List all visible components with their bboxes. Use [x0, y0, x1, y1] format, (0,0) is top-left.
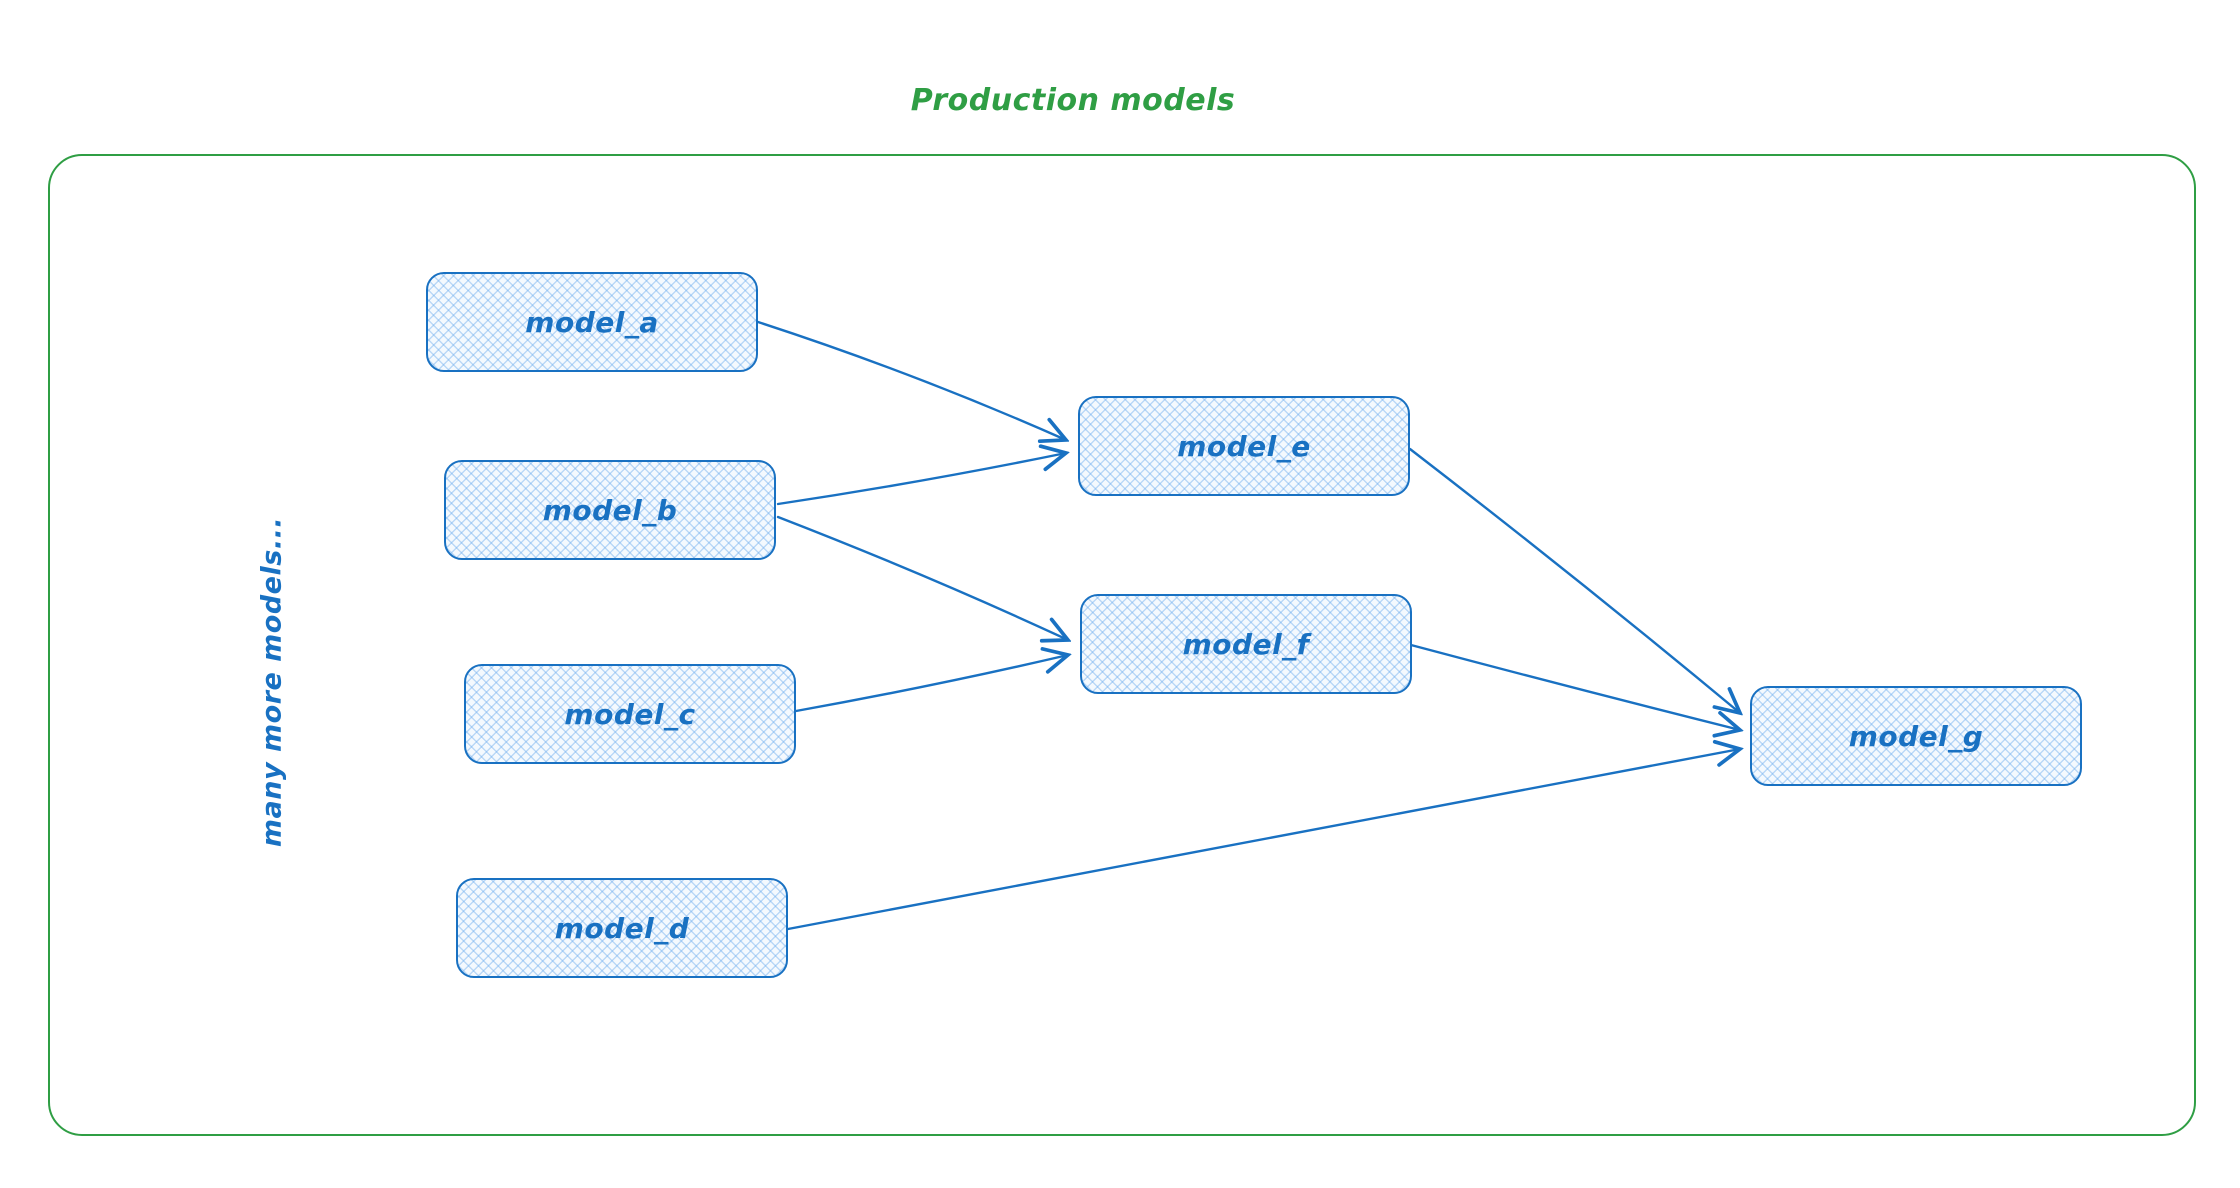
many-more-models-label: many more models...	[256, 516, 288, 848]
node-model_g: model_g	[1750, 686, 2082, 786]
node-model_b: model_b	[444, 460, 776, 560]
node-model_f-label: model_f	[1182, 627, 1310, 661]
node-model_f: model_f	[1080, 594, 1412, 694]
production-models-frame	[48, 154, 2196, 1136]
diagram-title: Production models	[910, 83, 1236, 118]
node-model_e: model_e	[1078, 396, 1410, 496]
node-model_a-label: model_a	[525, 305, 659, 339]
node-model_d-label: model_d	[554, 911, 690, 945]
node-model_c: model_c	[464, 664, 796, 764]
node-model_d: model_d	[456, 878, 788, 978]
node-model_b-label: model_b	[542, 493, 678, 527]
node-model_a: model_a	[426, 272, 758, 372]
node-model_e-label: model_e	[1177, 429, 1311, 463]
node-model_c-label: model_c	[564, 697, 696, 731]
node-model_g-label: model_g	[1848, 719, 1984, 753]
